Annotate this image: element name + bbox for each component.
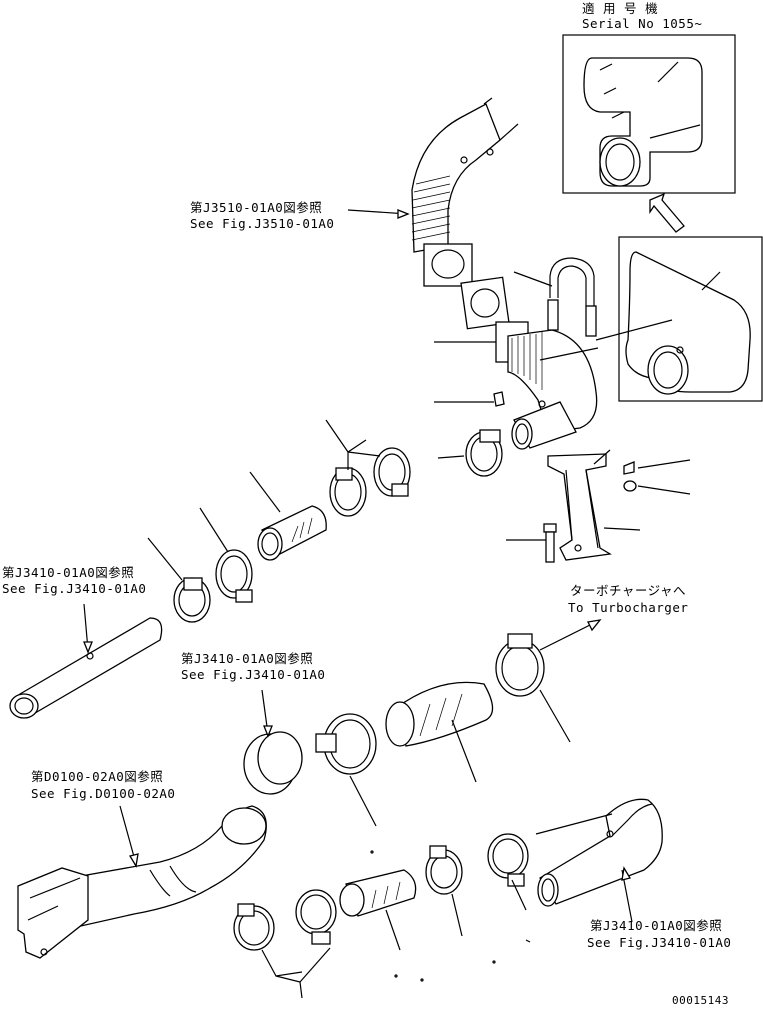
hose-large — [385, 681, 494, 747]
mid-elbow-bellows — [495, 321, 598, 450]
turbo-en: To Turbocharger — [568, 600, 689, 615]
clamp — [173, 577, 211, 623]
ref-j3410-right-jp: 第J3410-01A0図参照 — [590, 918, 723, 933]
clamp — [487, 833, 529, 887]
ref-j3410-left-en: See Fig.J3410-01A0 — [2, 581, 147, 596]
hose — [339, 869, 417, 917]
pipe-right-lower — [537, 798, 663, 907]
applicability-jp: 適 用 号 機 — [582, 1, 659, 16]
ref-j3410-mid-en: See Fig.J3410-01A0 — [181, 667, 326, 682]
inset-arrow — [649, 192, 685, 233]
hose — [257, 505, 327, 561]
clamp — [315, 713, 377, 775]
inset-serial-1055 — [562, 34, 736, 194]
ref-j3410-right-en: See Fig.J3410-01A0 — [587, 935, 732, 950]
upper-elbow-bellows — [411, 97, 519, 287]
drawing-number: 00015143 — [672, 994, 729, 1007]
turbo-jp: ターボチャージャへ — [570, 583, 687, 598]
gasket — [460, 276, 510, 330]
bolt — [543, 523, 557, 563]
adapter — [243, 731, 303, 795]
support-bracket — [547, 453, 612, 561]
applicability-serial: Serial No 1055~ — [582, 16, 703, 31]
clamp — [495, 633, 545, 697]
inset-standard — [595, 236, 763, 402]
ref-j3410-left-jp: 第J3410-01A0図参照 — [2, 565, 135, 580]
clamp — [465, 429, 503, 477]
ref-d0100-jp: 第D0100-02A0図参照 — [31, 769, 164, 784]
ref-j3510-en: See Fig.J3510-01A0 — [190, 216, 335, 231]
clamp — [425, 845, 463, 895]
clamp — [295, 889, 337, 945]
ref-j3410-mid-jp: 第J3410-01A0図参照 — [181, 651, 314, 666]
clamp — [233, 903, 275, 951]
u-bolt — [547, 257, 597, 337]
lower-elbow — [17, 805, 267, 959]
ref-d0100-en: See Fig.D0100-02A0 — [31, 786, 176, 801]
long-pipe-left — [9, 617, 163, 719]
clamp — [329, 467, 367, 517]
clamp — [215, 549, 253, 603]
clamp — [373, 447, 411, 497]
ref-j3510-jp: 第J3510-01A0図参照 — [190, 200, 323, 215]
